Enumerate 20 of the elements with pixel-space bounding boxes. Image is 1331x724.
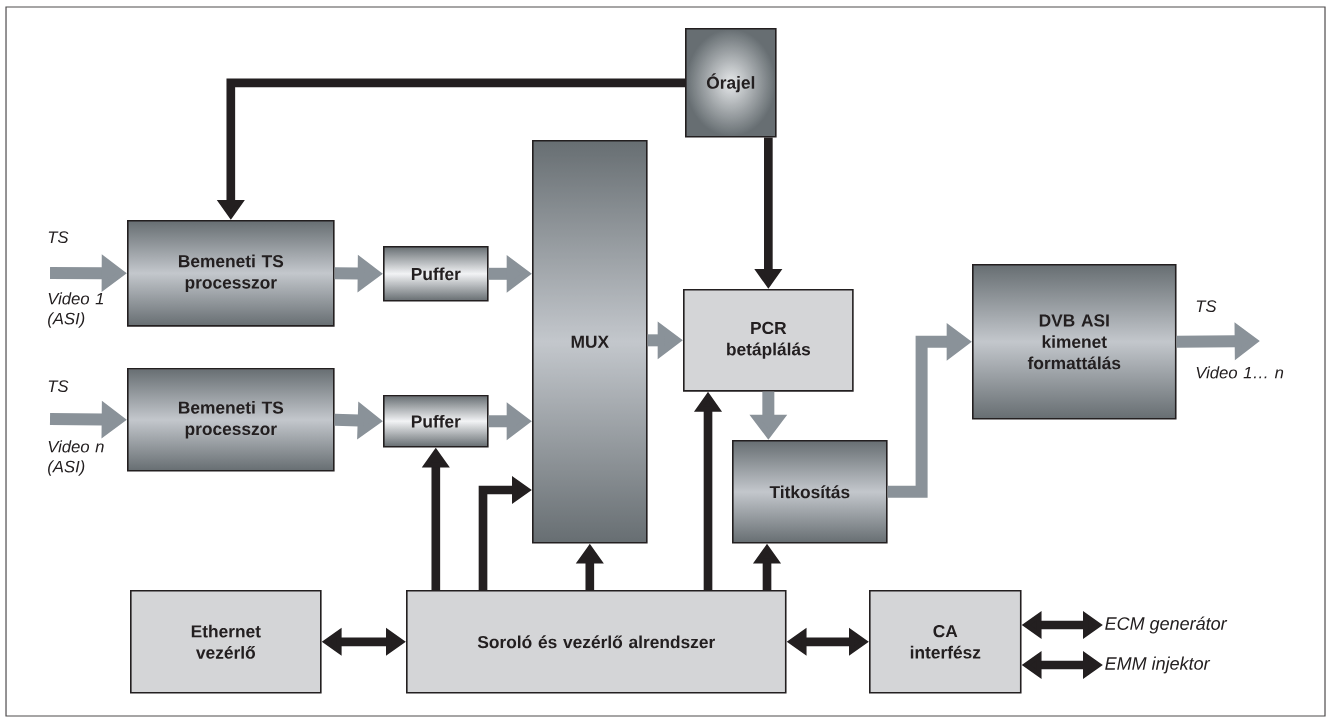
signal-label: Video 1… n xyxy=(1196,366,1284,379)
process-box: Bemeneti TS processzor xyxy=(127,220,335,327)
signal-label: TS xyxy=(48,380,69,393)
signal-label: Video n (ASI) xyxy=(48,440,104,476)
process-box: DVB ASI kimenet formattálás xyxy=(972,264,1177,420)
buffer-box: Puffer xyxy=(383,246,489,302)
control-box: Soroló és vezérlő alrendszer xyxy=(406,590,787,694)
process-box: Titkosítás xyxy=(732,440,888,544)
signal-label: Video 1 (ASI) xyxy=(48,292,103,328)
process-box: Bemeneti TS processzor xyxy=(127,368,335,472)
signal-label: TS xyxy=(1196,300,1217,313)
port-label: EMM injektor xyxy=(1105,656,1211,674)
buffer-box: Puffer xyxy=(383,395,489,448)
control-box: PCR betáplálás xyxy=(683,289,854,392)
signal-label: TS xyxy=(48,231,69,244)
control-box: Ethernet vezérlő xyxy=(130,590,322,694)
process-box: MUX xyxy=(532,140,648,544)
control-box: CA interfész xyxy=(869,590,1022,694)
port-label: ECM generátor xyxy=(1105,616,1228,634)
clock-box: Órajel xyxy=(685,28,777,138)
